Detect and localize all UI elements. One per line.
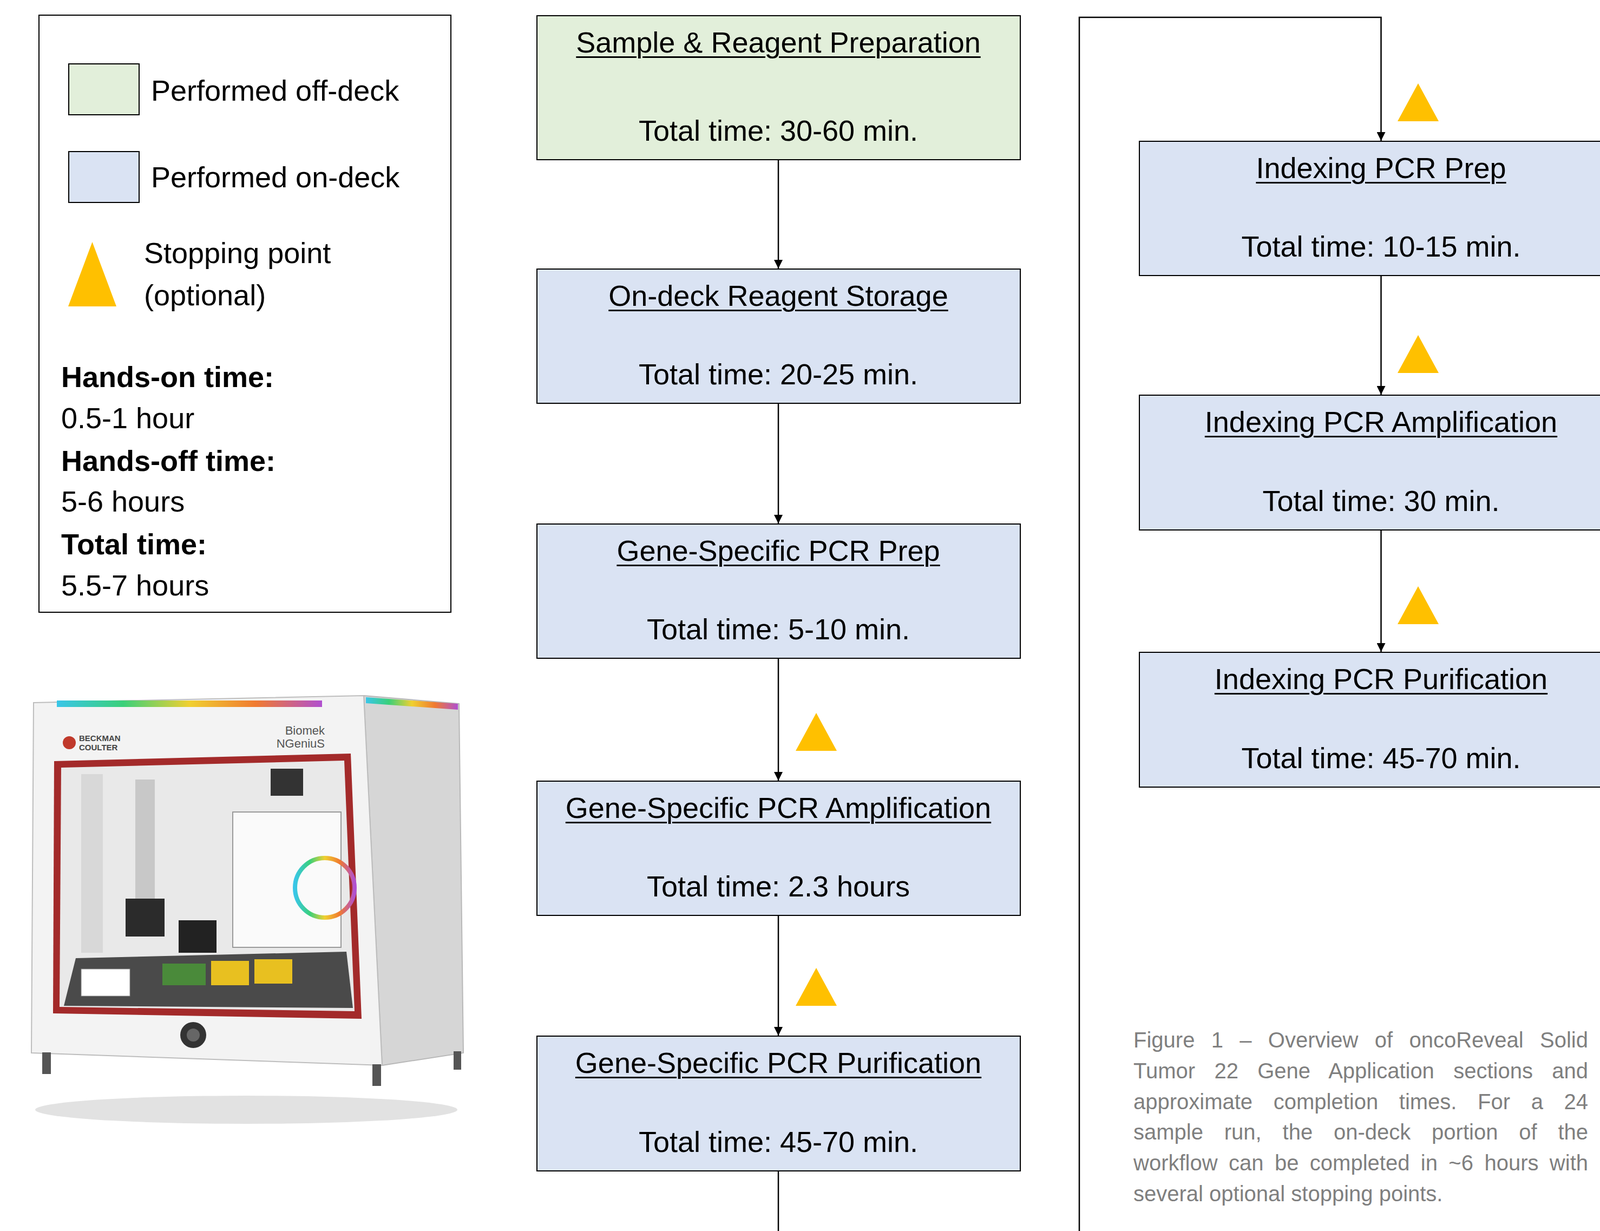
step-time: Total time: 20-25 min. — [638, 356, 918, 392]
legend-swatch — [68, 151, 140, 203]
window-frame — [53, 753, 362, 1019]
flow-arrow — [777, 658, 780, 781]
robot-arm — [135, 779, 155, 904]
summary-text: Hands-on time: — [61, 359, 441, 395]
foot — [372, 1064, 382, 1086]
step-title: Indexing PCR Amplification — [1204, 404, 1558, 440]
process-box: Sample & Reagent PreparationTotal time: … — [536, 15, 1021, 161]
process-box: Indexing PCR AmplificationTotal time: 30… — [1138, 394, 1600, 531]
interior-screen — [232, 811, 342, 948]
step-time: Total time: 5-10 min. — [646, 611, 910, 647]
summary-text: Hands-off time: — [61, 443, 441, 479]
process-box: On-deck Reagent StorageTotal time: 20-25… — [536, 268, 1021, 404]
process-box: Indexing PCR PurificationTotal time: 45-… — [1138, 651, 1600, 788]
summary-text: 0.5-1 hour — [61, 400, 441, 436]
step-time: Total time: 45-70 min. — [638, 1124, 918, 1160]
legend-text: Stopping point (optional) — [143, 231, 399, 317]
power-knob — [186, 1028, 200, 1042]
step-time: Total time: 45-70 min. — [1241, 740, 1521, 776]
process-box: Gene-Specific PCR PurificationTotal time… — [536, 1035, 1021, 1172]
light-strip — [365, 697, 458, 710]
legend-text: Performed on-deck — [151, 159, 444, 195]
step-title: On-deck Reagent Storage — [608, 278, 948, 314]
step-time: Total time: 30-60 min. — [638, 113, 918, 149]
floor-shadow — [35, 1095, 458, 1124]
figure-caption: Figure 1 – Overview of oncoReveal Solid … — [1133, 1024, 1589, 1210]
stopping-point — [1397, 586, 1439, 625]
step-title: Gene-Specific PCR Amplification — [565, 790, 992, 826]
device-marking: Biomek NGeniuS — [254, 724, 325, 751]
flow-arrow — [777, 160, 780, 269]
screen-dial — [294, 857, 355, 918]
pipette-head — [125, 898, 165, 937]
tube-rack — [81, 968, 130, 996]
deck — [63, 951, 353, 1008]
step-time: Total time: 10-15 min. — [1241, 228, 1521, 265]
step-title: Indexing PCR Purification — [1214, 661, 1548, 697]
power-knob — [180, 1021, 207, 1048]
process-box: Gene-Specific PCR AmplificationTotal tim… — [536, 780, 1021, 916]
step-title: Gene-Specific PCR Purification — [575, 1045, 982, 1081]
device-marking: BECKMAN COULTER — [79, 733, 128, 752]
legend-swatch — [68, 63, 140, 116]
heater — [178, 920, 217, 953]
labware — [162, 963, 206, 986]
brand-logo — [62, 736, 76, 750]
summary-text: 5.5-7 hours — [61, 567, 441, 603]
stopping-point — [795, 712, 837, 751]
flow-arrow — [777, 915, 780, 1036]
process-box: Indexing PCR PrepTotal time: 10-15 min. — [1138, 140, 1600, 277]
tip-box — [211, 960, 249, 986]
step-time: Total time: 30 min. — [1262, 483, 1500, 519]
legend-frame — [38, 15, 451, 613]
instrument-photo — [31, 695, 464, 1124]
stopping-point — [1397, 335, 1439, 373]
step-time: Total time: 2.3 hours — [646, 868, 910, 904]
light-strip — [56, 700, 323, 707]
step-title: Indexing PCR Prep — [1255, 150, 1506, 186]
cabinet-front — [31, 695, 383, 1066]
stopping-point — [68, 241, 117, 307]
legend-symbol — [68, 241, 117, 307]
legend-text: Performed off-deck — [151, 73, 444, 109]
stopping-point — [1397, 83, 1439, 122]
window-glass — [59, 760, 355, 1012]
foot — [453, 1051, 462, 1070]
stopping-point — [795, 967, 837, 1006]
process-box: Gene-Specific PCR PrepTotal time: 5-10 m… — [536, 523, 1021, 659]
tip-box — [254, 959, 293, 984]
step-title: Gene-Specific PCR Prep — [616, 533, 940, 569]
interior-wall — [81, 774, 103, 953]
foot — [42, 1052, 51, 1074]
summary-text: 5-6 hours — [61, 483, 441, 520]
step-title: Sample & Reagent Preparation — [575, 24, 981, 61]
flow-arrow — [1380, 530, 1382, 652]
flow-arrow — [1380, 276, 1382, 395]
gripper — [270, 768, 304, 796]
summary-text: Total time: — [61, 526, 441, 562]
flow-arrow — [777, 403, 780, 524]
